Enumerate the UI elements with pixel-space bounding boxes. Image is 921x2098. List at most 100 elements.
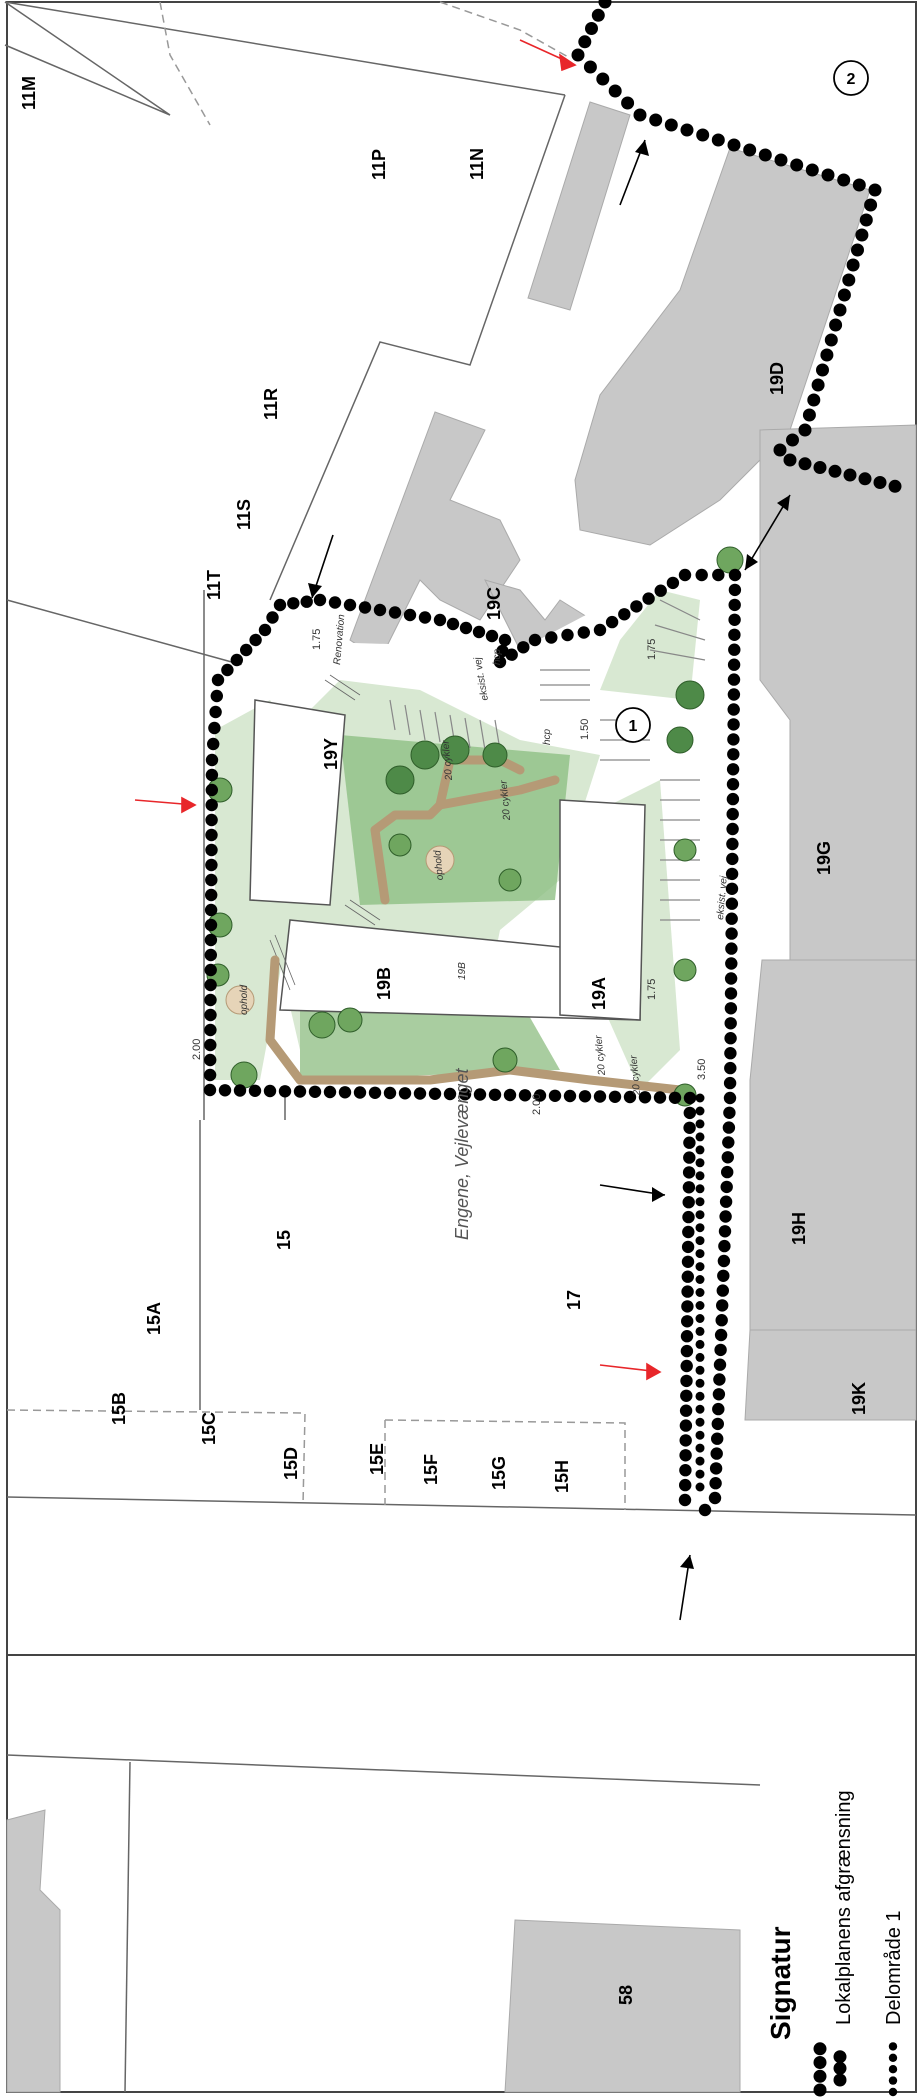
hc-parking-label: hcp (492, 648, 503, 665)
boundary-dot (718, 1239, 731, 1253)
boundary-dot (679, 1404, 693, 1417)
boundary-dot (208, 721, 221, 735)
boundary-dot (548, 1089, 562, 1103)
boundary-dot (727, 733, 740, 746)
dimension-350: 3.50 (696, 1059, 708, 1080)
buildings (6, 101, 917, 2093)
boundary-dot (786, 433, 799, 447)
boundary-dot (724, 1047, 737, 1060)
boundary-dot (724, 987, 738, 1000)
boundary-dot (725, 867, 739, 881)
boundary-dot (266, 611, 279, 624)
boundary-dot (798, 423, 812, 437)
boundary-dot (682, 1196, 695, 1209)
boundary-dot (682, 1225, 695, 1239)
boundary-dot (388, 606, 402, 619)
boundary-dot (802, 408, 816, 422)
area-number-2: 2 (847, 71, 856, 88)
boundary-dot (716, 1284, 729, 1297)
boundary-dot (888, 2065, 898, 2074)
boundary-dot (722, 1121, 736, 1134)
boundary-dot (728, 598, 741, 612)
boundary-dot (695, 568, 708, 582)
boundary-dot (695, 1106, 705, 1116)
boundary-dot (842, 273, 856, 287)
boundary-dot (328, 596, 342, 609)
plot-11M: 11M (19, 76, 39, 110)
boundary-dot (727, 703, 740, 716)
boundary-dot (726, 763, 740, 776)
boundary-dot (204, 963, 217, 977)
plot-19G: 19G (814, 841, 834, 875)
playground-label-1: ophold (239, 985, 250, 1015)
boundary-dot (249, 633, 262, 647)
boundary-dot (864, 198, 878, 212)
boundary-dot (204, 993, 217, 1007)
boundary-dot (683, 1121, 696, 1135)
hc-parking-label-2: hcp (542, 728, 553, 745)
boundary-dot (353, 1086, 367, 1099)
boundary-dot (727, 688, 741, 701)
boundary-dot (859, 213, 873, 227)
boundary-dot (695, 1443, 705, 1453)
boundary-dot (698, 1503, 712, 1517)
boundary-dot (623, 1090, 637, 1104)
boundary-dot (205, 798, 218, 812)
boundary-dot (852, 178, 866, 192)
boundary-dot (679, 1434, 692, 1447)
boundary-dot (833, 2073, 847, 2087)
boundary-dot (533, 1089, 547, 1102)
boundary-dot (209, 705, 222, 719)
boundary-dot (681, 1285, 694, 1298)
plot-19B: 19B (374, 967, 394, 1000)
boundary-dot (813, 2083, 827, 2097)
boundary-dot (563, 1089, 577, 1103)
arrows (134, 39, 791, 1621)
boundary-dot (681, 1315, 694, 1328)
boundary-dot (585, 22, 598, 35)
boundary-dot (725, 942, 738, 955)
plot-19Y: 19Y (321, 738, 341, 770)
plot-58: 58 (616, 1985, 636, 2005)
plot-11S: 11S (234, 499, 254, 530)
boundary-dot (722, 1136, 735, 1149)
boundary-dot (728, 628, 741, 641)
boundary-dot (695, 1158, 705, 1168)
boundary-dot (873, 476, 887, 489)
boundary-dot (695, 1404, 705, 1414)
boundary-dot (258, 623, 272, 637)
boundary-dot (695, 1262, 705, 1272)
boundary-dot (743, 143, 757, 157)
plot-19D: 19D (767, 362, 787, 395)
boundary-dot (773, 443, 787, 457)
boundary-dot (843, 468, 857, 482)
boundary-dot (679, 1478, 692, 1492)
boundary-dot (888, 2076, 898, 2085)
boundary-dot (343, 598, 357, 612)
boundary-dot (888, 2053, 898, 2062)
plot-19A: 19A (589, 977, 609, 1010)
boundary-dot (205, 888, 218, 902)
boundary-dot (695, 1469, 705, 1479)
arrow-connection (744, 494, 791, 571)
boundary-dot (695, 1210, 705, 1220)
plot-11P: 11P (369, 149, 389, 180)
boundary-dot (204, 918, 218, 932)
boundary-dot (712, 1388, 726, 1401)
boundary-dot (888, 2042, 898, 2051)
boundary-dot (428, 1087, 442, 1101)
boundary-dot (263, 1084, 277, 1098)
plot-15F: 15F (421, 1454, 441, 1485)
boundary-dot (545, 631, 558, 644)
boundary-dot (678, 568, 692, 582)
boundary-dot (695, 1378, 705, 1388)
boundary-dot (459, 621, 473, 635)
boundary-dot (695, 1223, 705, 1233)
boundary-dot (695, 1275, 705, 1284)
boundary-dot (695, 1482, 705, 1492)
dimension-175c: 1.75 (646, 979, 658, 1000)
boundary-dot (724, 1017, 737, 1030)
boundary-dot (837, 288, 851, 302)
plot-15C: 15C (199, 1412, 219, 1445)
boundary-dot (204, 948, 217, 962)
